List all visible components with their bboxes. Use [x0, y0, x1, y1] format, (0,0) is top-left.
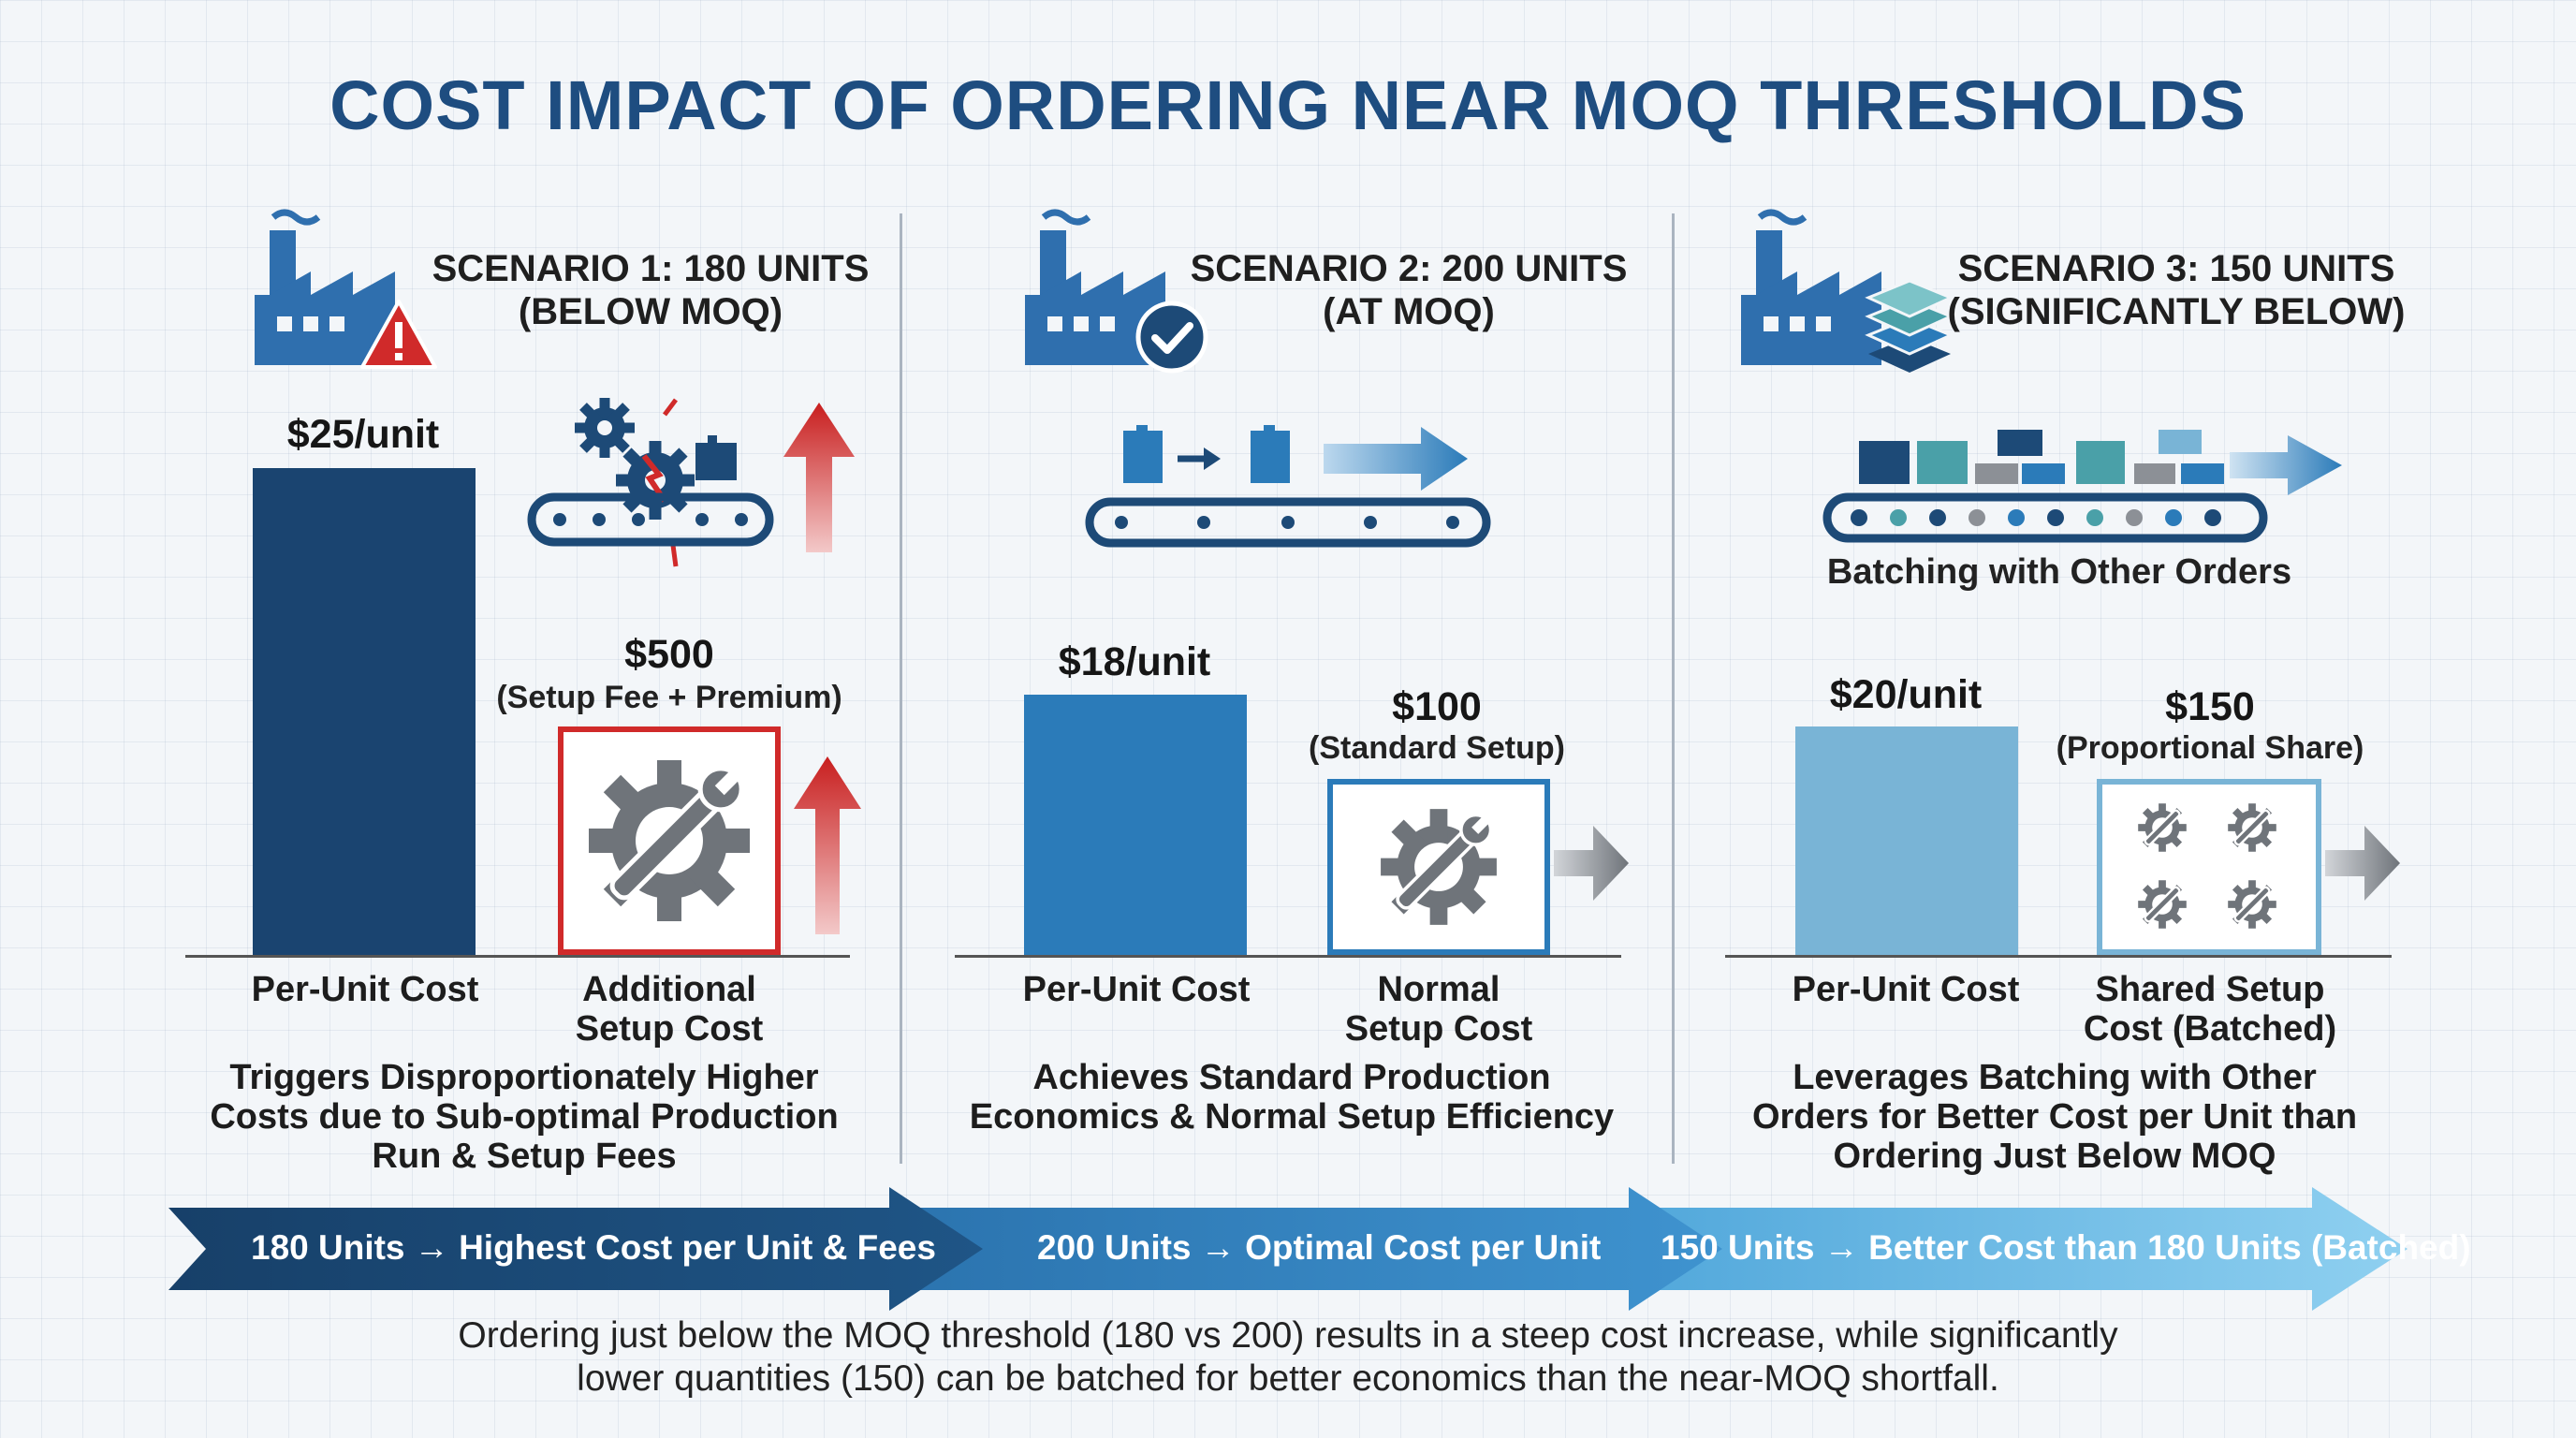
scenario-2-setup-category: Normal Setup Cost [1294, 970, 1584, 1049]
smooth-conveyor-icon [1084, 421, 1496, 552]
scenario-2-setup-price: $100 [1392, 684, 1482, 729]
scenario-3-setup-category-line1: Shared Setup [2095, 970, 2325, 1009]
footer-note: Ordering just below the MOQ threshold (1… [0, 1314, 2576, 1401]
scenario-2-unit-bar [1024, 695, 1247, 957]
scenario-1-setup-category-line1: Additional [582, 970, 756, 1009]
page-title: COST IMPACT OF ORDERING NEAR MOQ THRESHO… [329, 66, 2247, 144]
scenario-1-description: Triggers Disproportionately Higher Costs… [168, 1058, 880, 1176]
scenario-2-unit-price: $18/unit [1058, 639, 1211, 684]
scenario-2-setup-box [1327, 779, 1550, 955]
scenario-3-title: SCENARIO 3: 150 UNITS (SIGNIFICANTLY BEL… [1942, 247, 2410, 333]
scenario-1-title-line2: (BELOW MOQ) [518, 291, 783, 332]
scenario-1-setup-category: Additional Setup Cost [524, 970, 814, 1049]
neutral-arrow-icon [2325, 824, 2402, 902]
scenario-1-description-line3: Run & Setup Fees [372, 1137, 677, 1176]
scenario-3-setup-price: $150 [2165, 684, 2255, 729]
batching-conveyor-icon [1822, 426, 2346, 548]
scenario-1-title-line1: SCENARIO 1: 180 UNITS [432, 248, 870, 289]
scenario-2-title-line2: (AT MOQ) [1323, 291, 1495, 332]
scenario-3-title-line2: (SIGNIFICANTLY BELOW) [1947, 291, 2406, 332]
scenario-2-title-line1: SCENARIO 2: 200 UNITS [1190, 248, 1628, 289]
disrupted-conveyor-icon [524, 389, 861, 576]
scenario-2-description-line1: Achieves Standard Production [1032, 1058, 1551, 1097]
scenario-1-title: SCENARIO 1: 180 UNITS (BELOW MOQ) [426, 247, 875, 333]
scenario-1-unit-category: Per-Unit Cost [251, 970, 479, 1009]
scenario-1-description-line1: Triggers Disproportionately Higher [229, 1058, 819, 1097]
scenario-3-setup-category: Shared Setup Cost (Batched) [2065, 970, 2355, 1049]
footer-note-line1: Ordering just below the MOQ threshold (1… [458, 1315, 2118, 1356]
flow-arrow-band [168, 1187, 2415, 1311]
column-divider-2 [1672, 213, 1675, 1164]
factory-icon [1016, 206, 1212, 370]
scenario-3-setup-category-line2: Cost (Batched) [2083, 1009, 2337, 1049]
column-divider-1 [900, 213, 902, 1164]
scenario-1-setup-box [558, 726, 781, 955]
batching-label: Batching with Other Orders [1826, 552, 2292, 592]
scenario-2-unit-category: Per-Unit Cost [1022, 970, 1251, 1009]
scenario-3-description: Leverages Batching with Other Orders for… [1699, 1058, 2410, 1176]
scenario-3-unit-price: $20/unit [1829, 672, 1983, 717]
scenario-3-setup-box [2097, 779, 2321, 955]
shared-gears-icon [2138, 803, 2276, 929]
factory-icon [245, 206, 442, 370]
scenario-1-setup-note: (Setup Fee + Premium) [496, 680, 842, 715]
neutral-arrow-icon [1554, 824, 1631, 902]
scenario-1-setup-price: $500 [624, 632, 714, 677]
scenario-1-unit-price: $25/unit [286, 412, 440, 457]
scenario-2-title: SCENARIO 2: 200 UNITS (AT MOQ) [1184, 247, 1633, 333]
scenario-3-unit-category: Per-Unit Cost [1792, 970, 2020, 1009]
footer-note-line2: lower quantities (150) can be batched fo… [577, 1358, 1999, 1399]
scenario-3-description-line3: Ordering Just Below MOQ [1833, 1137, 2276, 1176]
setup-cost-increase-arrow-icon [792, 756, 863, 934]
scenario-3-unit-bar [1795, 726, 2018, 957]
wrench-gear-icon [1381, 809, 1497, 925]
warning-icon [359, 298, 439, 371]
scenario-3-setup-note: (Proportional Share) [2056, 730, 2364, 766]
flow-step-2: 200 Units → Optimal Cost per Unit [1037, 1228, 1602, 1267]
scenario-3-description-line1: Leverages Batching with Other [1793, 1058, 2317, 1097]
scenario-2-setup-category-line2: Setup Cost [1344, 1009, 1533, 1049]
flow-step-1: 180 Units → Highest Cost per Unit & Fees [251, 1228, 936, 1267]
scenario-3-description-line2: Orders for Better Cost per Unit than [1751, 1097, 2358, 1137]
factory-icon [1732, 206, 1928, 370]
scenario-1-unit-bar [253, 468, 476, 957]
scenario-2-description: Achieves Standard Production Economics &… [936, 1058, 1647, 1137]
scenario-1-setup-category-line2: Setup Cost [575, 1009, 764, 1049]
scenario-2-description-line2: Economics & Normal Setup Efficiency [969, 1097, 1615, 1137]
scenario-2-setup-note: (Standard Setup) [1309, 730, 1565, 766]
scenario-2-setup-category-line1: Normal [1377, 970, 1500, 1009]
layers-icon [1863, 279, 1956, 376]
scenario-1-description-line2: Costs due to Sub-optimal Production [210, 1097, 839, 1137]
scenario-2-baseline [955, 955, 1621, 958]
scenario-3-baseline [1725, 955, 2392, 958]
wrench-gear-icon [589, 760, 750, 921]
cost-increase-arrow-icon [782, 403, 856, 552]
scenario-3-title-line1: SCENARIO 3: 150 UNITS [1957, 248, 2395, 289]
flow-step-3: 150 Units → Better Cost than 180 Units (… [1661, 1228, 2471, 1267]
checkmark-icon [1134, 300, 1209, 374]
scenario-1-baseline [185, 955, 850, 958]
